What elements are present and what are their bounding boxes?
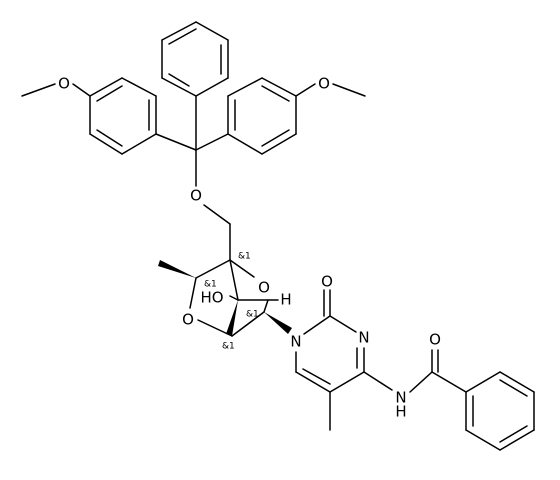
bond-o-ch2 xyxy=(203,204,231,225)
stereo-label-c1: &1 xyxy=(222,342,235,352)
bond-methyl-right xyxy=(332,83,366,97)
stereo-label-c2: &1 xyxy=(246,310,259,320)
atom-h-bridge: H xyxy=(280,291,291,309)
atom-o-amide: O xyxy=(429,331,441,349)
bond-nh-co xyxy=(409,371,433,393)
atom-o-bridge: O xyxy=(258,279,270,297)
atom-hydroxy: HO xyxy=(200,289,223,307)
stereo-label-c4: &1 xyxy=(238,252,251,262)
atom-o-ether: O xyxy=(190,187,202,205)
bond-amide-phenyl xyxy=(431,371,467,393)
atom-n-amide: N xyxy=(395,389,406,407)
phenyl-ring-top xyxy=(161,21,229,97)
atom-n1: N xyxy=(290,333,301,351)
methyl-wedge xyxy=(158,260,196,278)
bond-trityl-left xyxy=(155,133,197,151)
bond-ring-o-right xyxy=(295,83,316,97)
benzoyl-phenyl-ring xyxy=(465,371,535,451)
atom-o-methoxy-right: O xyxy=(318,75,330,93)
atom-o-carbonyl: O xyxy=(321,273,333,291)
atom-o-ring-left: O xyxy=(182,311,194,329)
pyrimidine-ring xyxy=(295,289,365,393)
methoxyphenyl-ring-left xyxy=(89,77,157,155)
methoxyphenyl-ring-right xyxy=(227,77,297,155)
atom-n3: N xyxy=(358,329,369,347)
bond-ring-o-left xyxy=(72,83,91,97)
atom-h-amide: H xyxy=(395,403,406,421)
bond-trityl-right xyxy=(195,133,229,151)
bicyclic-sugar xyxy=(189,259,279,337)
bond-c4-nh xyxy=(363,371,393,391)
stereo-label-c5: &1 xyxy=(204,280,217,290)
bond-methyl-left xyxy=(21,83,56,97)
atom-o-methoxy-left: O xyxy=(58,75,70,93)
n-wedge xyxy=(264,312,292,334)
